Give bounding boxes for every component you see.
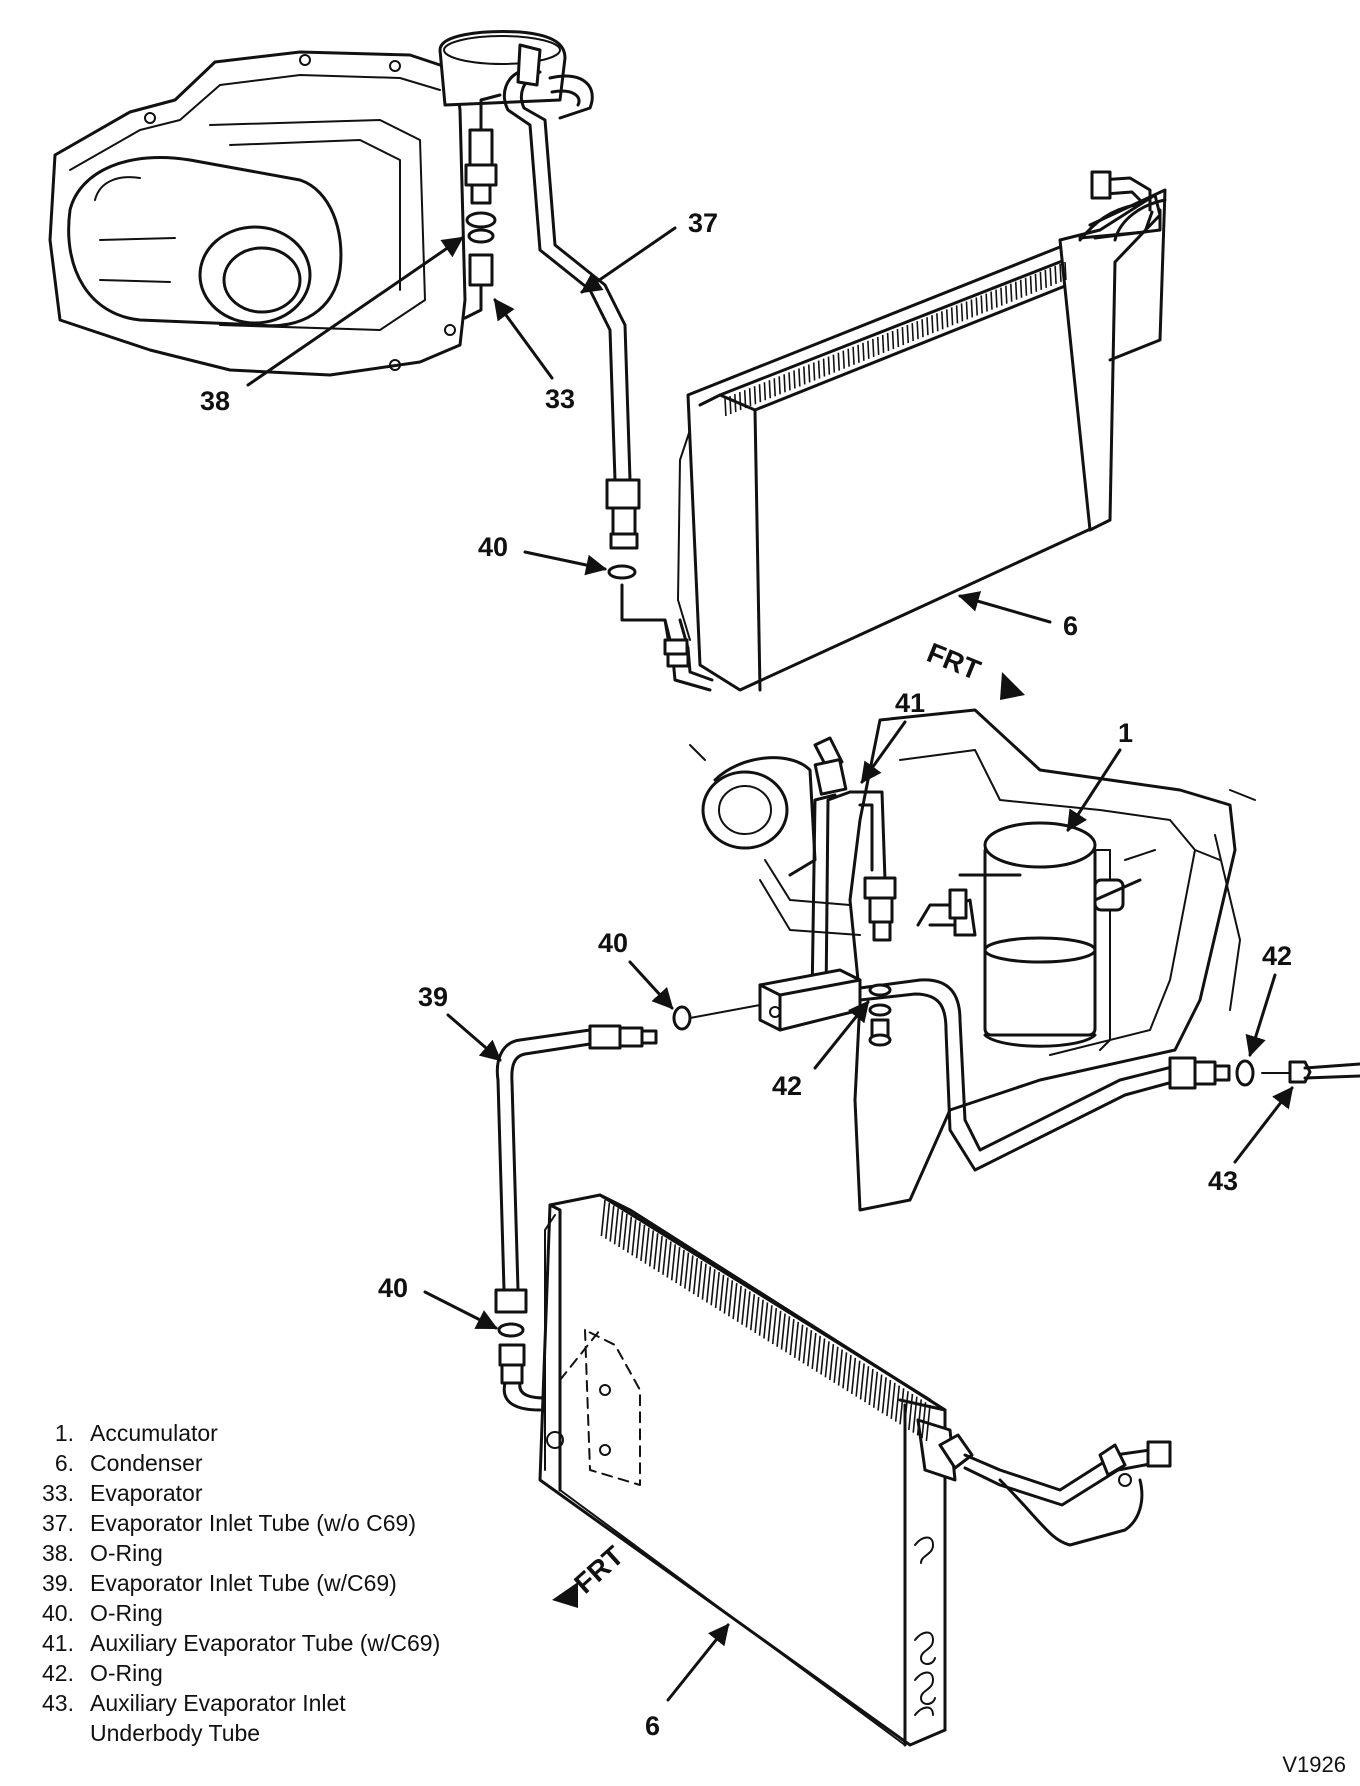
legend-label: Evaporator Inlet Tube (w/o C69)	[90, 1510, 416, 1536]
frt-top-group: FRT	[923, 637, 1025, 700]
callout-37: 37	[688, 208, 718, 238]
legend-item: 37. Evaporator Inlet Tube (w/o C69)	[18, 1508, 578, 1538]
legend-label: Auxiliary Evaporator Tube (w/C69)	[90, 1630, 441, 1656]
legend-number: 33.	[42, 1480, 74, 1506]
legend-item: 41. Auxiliary Evaporator Tube (w/C69)	[18, 1628, 578, 1658]
condenser-bottom	[538, 1193, 1172, 1747]
legend-number: 1.	[54, 1420, 74, 1446]
o-ring-42b	[1235, 1059, 1255, 1087]
callout-40-top: 40	[478, 532, 508, 562]
legend-label: O-Ring	[90, 1600, 163, 1626]
legend-label: Condenser	[90, 1450, 203, 1476]
o-ring-40b	[672, 1005, 692, 1031]
legend-item: 6. Condenser	[18, 1448, 578, 1478]
legend-item: 38. O-Ring	[18, 1538, 578, 1568]
accumulator-assembly	[689, 708, 1256, 1212]
frt-arrow-top	[1000, 672, 1025, 700]
callout-6-top: 6	[1063, 611, 1078, 641]
legend-number: 43.	[42, 1690, 74, 1716]
callout-40-middle: 40	[598, 928, 628, 958]
legend-number: 37.	[42, 1510, 74, 1536]
callout-40-bottom: 40	[378, 1273, 408, 1303]
tube-37	[502, 43, 672, 652]
legend-number: 38.	[42, 1540, 74, 1566]
legend-number: 41.	[42, 1630, 74, 1656]
callout-33-group: 33	[493, 298, 575, 414]
callout-40b-group: 40	[598, 928, 674, 1010]
o-ring-40a	[607, 564, 637, 580]
callout-37-group: 37	[580, 208, 718, 294]
frt-label-top: FRT	[923, 637, 985, 686]
tube-39	[494, 1004, 761, 1412]
legend-item: 42. O-Ring	[18, 1658, 578, 1688]
callout-1-group: 1	[1066, 718, 1133, 832]
legend-item: 39. Evaporator Inlet Tube (w/C69)	[18, 1568, 578, 1598]
condenser-top	[663, 170, 1167, 692]
callout-40a-group: 40	[478, 532, 608, 576]
legend-label: O-Ring	[90, 1540, 163, 1566]
legend-label: Accumulator	[90, 1420, 218, 1446]
callout-6b-group: 6	[645, 1623, 730, 1741]
legend-label: Auxiliary Evaporator Inlet	[90, 1690, 346, 1716]
legend-item: 43. Auxiliary Evaporator Inlet	[18, 1688, 578, 1718]
callout-33: 33	[545, 384, 575, 414]
tube-41	[758, 736, 1360, 1172]
callout-43-group: 43	[1208, 1086, 1294, 1196]
callout-42-left: 42	[772, 1071, 802, 1101]
callout-40c-group: 40	[378, 1273, 498, 1330]
callout-42-right: 42	[1262, 941, 1292, 971]
evaporator-housing	[48, 30, 567, 377]
legend-label: Evaporator	[90, 1480, 203, 1506]
legend-item: 40. O-Ring	[18, 1598, 578, 1628]
callout-41: 41	[895, 688, 925, 718]
legend-number: 6.	[54, 1450, 74, 1476]
legend-label: Evaporator Inlet Tube (w/C69)	[90, 1570, 397, 1596]
figure-id: V1926	[1282, 1752, 1346, 1777]
legend-label: O-Ring	[90, 1660, 163, 1686]
legend-number: 42.	[42, 1660, 74, 1686]
callout-6a-group: 6	[957, 591, 1078, 641]
callout-6-bottom: 6	[645, 1711, 660, 1741]
legend-item: 33. Evaporator	[18, 1478, 578, 1508]
legend-item: 1. Accumulator	[18, 1418, 578, 1448]
callout-42b-group: 42	[1245, 941, 1292, 1058]
evaporator-fitting-stack	[463, 93, 502, 320]
legend-number: 39.	[42, 1570, 74, 1596]
callout-38-group: 38	[200, 236, 464, 416]
callout-1: 1	[1118, 718, 1133, 748]
legend-label-continued: Underbody Tube	[90, 1720, 261, 1746]
callout-38: 38	[200, 386, 230, 416]
legend-number: 40.	[42, 1600, 74, 1626]
frt-arrow-bottom	[552, 1582, 578, 1608]
callout-39: 39	[418, 982, 448, 1012]
callout-41-group: 41	[860, 688, 925, 784]
callout-43: 43	[1208, 1166, 1238, 1196]
callout-42a-group: 42	[772, 1000, 870, 1101]
o-ring-40c	[497, 1322, 525, 1338]
callout-39-group: 39	[418, 982, 502, 1062]
